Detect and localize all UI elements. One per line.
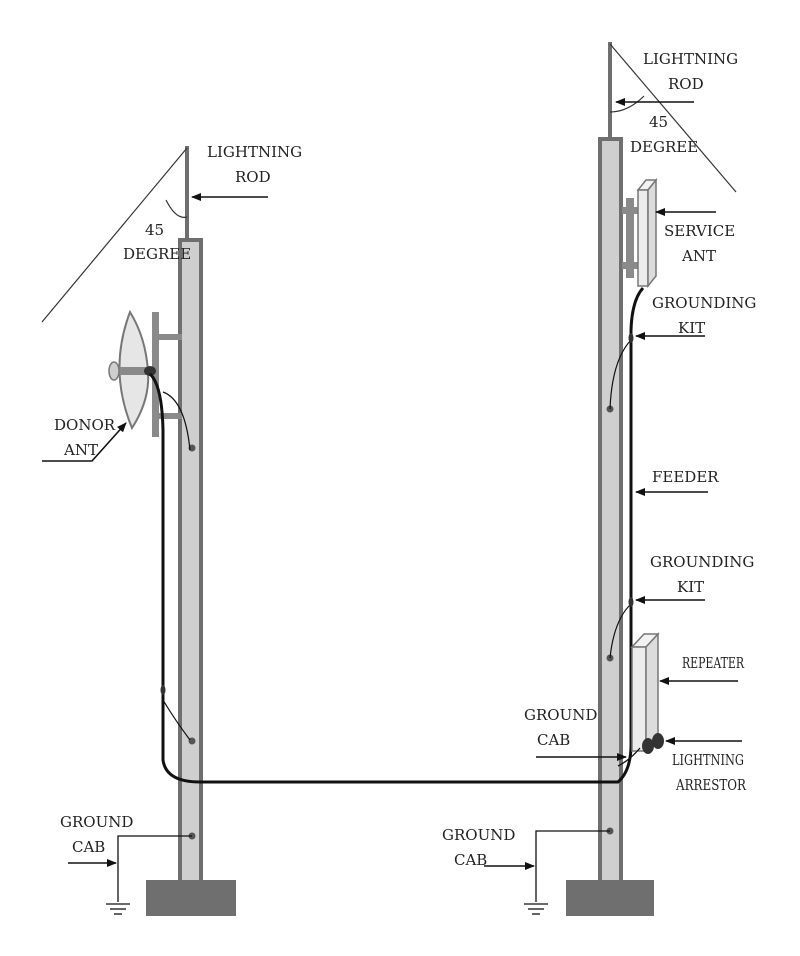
ground-cab-inner-label-1: GROUND (524, 706, 597, 724)
left-lightning-rod-label-1: LIGHTNING (207, 143, 302, 161)
left-angle-label-2: DEGREE (123, 245, 191, 263)
right-feeder-cable (222, 286, 645, 784)
lightning-arrestor (617, 733, 664, 767)
feeder-label: FEEDER (652, 468, 719, 486)
left-ground-wire (162, 699, 191, 741)
right-grounding-clamp-bottom (628, 597, 634, 607)
right-tower-base (566, 880, 654, 916)
lightning-arrestor-label-2: ARRESTOR (675, 776, 746, 794)
donor-ant-arrow (42, 422, 127, 462)
service-antenna (622, 177, 658, 289)
donor-ant-label-1: DONOR (54, 416, 116, 434)
lightning-arrestor-label-1: LIGHTNING (672, 751, 744, 769)
right-protection-line (609, 43, 737, 193)
right-lightning-rod-label-1: LIGHTNING (643, 50, 738, 68)
left-angle-arc (165, 199, 188, 218)
donor-antenna (108, 309, 182, 437)
left-ground-cab-label-1: GROUND (60, 813, 133, 831)
right-earth-ground-icon (524, 903, 548, 915)
left-ground-wire (162, 391, 191, 451)
right-angle-label-2: DEGREE (630, 138, 698, 156)
service-ant-label-2: ANT (681, 247, 716, 265)
right-lightning-rod-label-2: ROD (668, 75, 704, 93)
right-angle-label-1: 45 (649, 113, 668, 131)
right-ground-wire (609, 339, 632, 410)
grounding-kit-top-label-2: KIT (678, 319, 705, 337)
left-protection-line (41, 147, 188, 323)
left-lightning-rod-label-2: ROD (235, 168, 271, 186)
left-angle-label-1: 45 (145, 221, 164, 239)
right-ground-cab-label-2: CAB (454, 851, 487, 869)
right-tower-pole (598, 137, 623, 884)
left-earth-ground-icon (106, 903, 130, 915)
left-pole-dot (188, 737, 196, 745)
right-ground-wire (609, 603, 632, 659)
left-tower-base (146, 880, 236, 916)
left-tower: LIGHTNING ROD 45 DEGREE DONOR ANT GROUND… (41, 143, 302, 916)
right-ground-cab-label-1: GROUND (442, 826, 515, 844)
service-ant-label-1: SERVICE (664, 222, 735, 240)
right-angle-arc (609, 95, 645, 113)
grounding-kit-top-label-1: GROUNDING (652, 294, 756, 312)
right-ground-cab-wire (535, 830, 610, 902)
grounding-kit-bottom-label-1: GROUNDING (650, 553, 754, 571)
left-grounding-clamp (160, 685, 166, 695)
repeater-unit (630, 632, 660, 753)
grounding-kit-bottom-label-2: KIT (677, 578, 704, 596)
left-tower-pole (178, 238, 203, 884)
right-tower: LIGHTNING ROD 45 DEGREE SERVICE ANT GROU… (222, 42, 756, 916)
left-feeder-cable (148, 372, 222, 784)
donor-ant-label-2: ANT (63, 441, 98, 459)
left-ground-cab-label-2: CAB (72, 838, 105, 856)
repeater-label: REPEATER (682, 654, 745, 672)
left-ground-cab-wire (117, 835, 192, 902)
right-grounding-clamp-top (628, 333, 634, 343)
ground-cab-inner-label-2: CAB (537, 731, 570, 749)
